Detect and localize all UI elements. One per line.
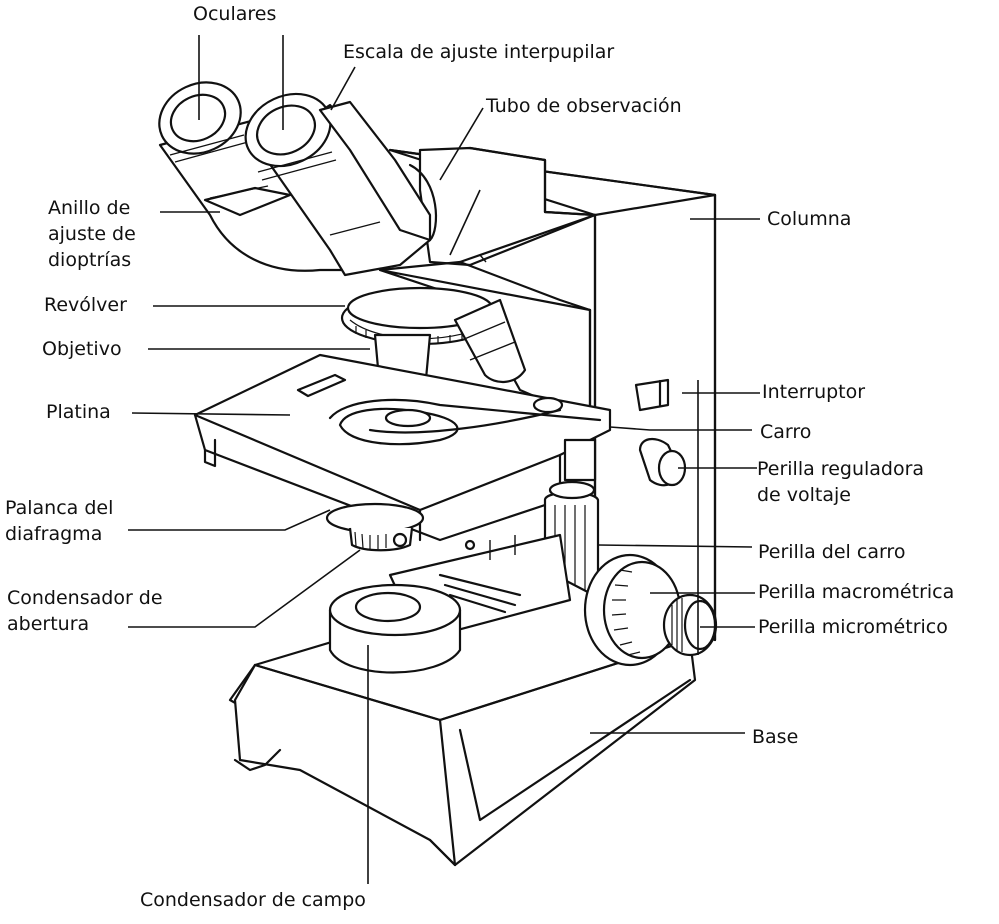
leader-tubo xyxy=(439,107,484,181)
label-oculares: Oculares xyxy=(193,3,277,25)
label-condensador-abertura: Condensador de abertura xyxy=(7,587,163,635)
left-eyepiece xyxy=(158,81,362,272)
leader-platina xyxy=(131,412,291,416)
field-condenser xyxy=(328,583,462,674)
leader-palanca xyxy=(128,509,331,531)
leader-lines xyxy=(128,35,760,884)
leader-tubo-2 xyxy=(449,189,481,256)
label-escala-interpupilar: Escala de ajuste interpupilar xyxy=(343,41,615,63)
label-tubo-observacion: Tubo de observación xyxy=(486,95,682,117)
revolver xyxy=(340,286,500,346)
aperture-condenser xyxy=(325,502,476,552)
leader-perilla-carro xyxy=(597,544,753,548)
right-eyepiece xyxy=(244,92,438,277)
label-carro: Carro xyxy=(760,421,812,443)
label-interruptor: Interruptor xyxy=(762,381,866,403)
leader-escala xyxy=(330,66,356,111)
label-columna: Columna xyxy=(767,208,852,230)
label-perilla-carro: Perilla del carro xyxy=(758,541,906,563)
label-condensador-campo: Condensador de campo xyxy=(140,889,366,911)
coarse-focus-knob xyxy=(583,553,682,667)
fine-focus-knob xyxy=(662,593,718,657)
label-platina: Platina xyxy=(46,401,111,423)
label-palanca-diafragma: Palanca del diafragma xyxy=(5,497,114,545)
label-perilla-voltaje: Perilla reguladora de voltaje xyxy=(757,458,925,506)
power-switch xyxy=(634,378,670,412)
label-base: Base xyxy=(752,726,799,748)
observation-tube xyxy=(378,146,597,312)
label-objetivo: Objetivo xyxy=(42,338,122,360)
leader-carro xyxy=(609,426,752,431)
leader-condensador-abertura xyxy=(128,549,361,628)
label-perilla-macrometrica: Perilla macrométrica xyxy=(758,581,955,603)
stage xyxy=(193,353,612,542)
label-revolver: Revólver xyxy=(44,294,127,316)
label-perilla-micrometrica: Perilla micrométrico xyxy=(758,616,948,638)
voltage-knob xyxy=(638,437,687,487)
label-anillo-dioptrias: Anillo de ajuste de dioptrías xyxy=(48,197,136,271)
